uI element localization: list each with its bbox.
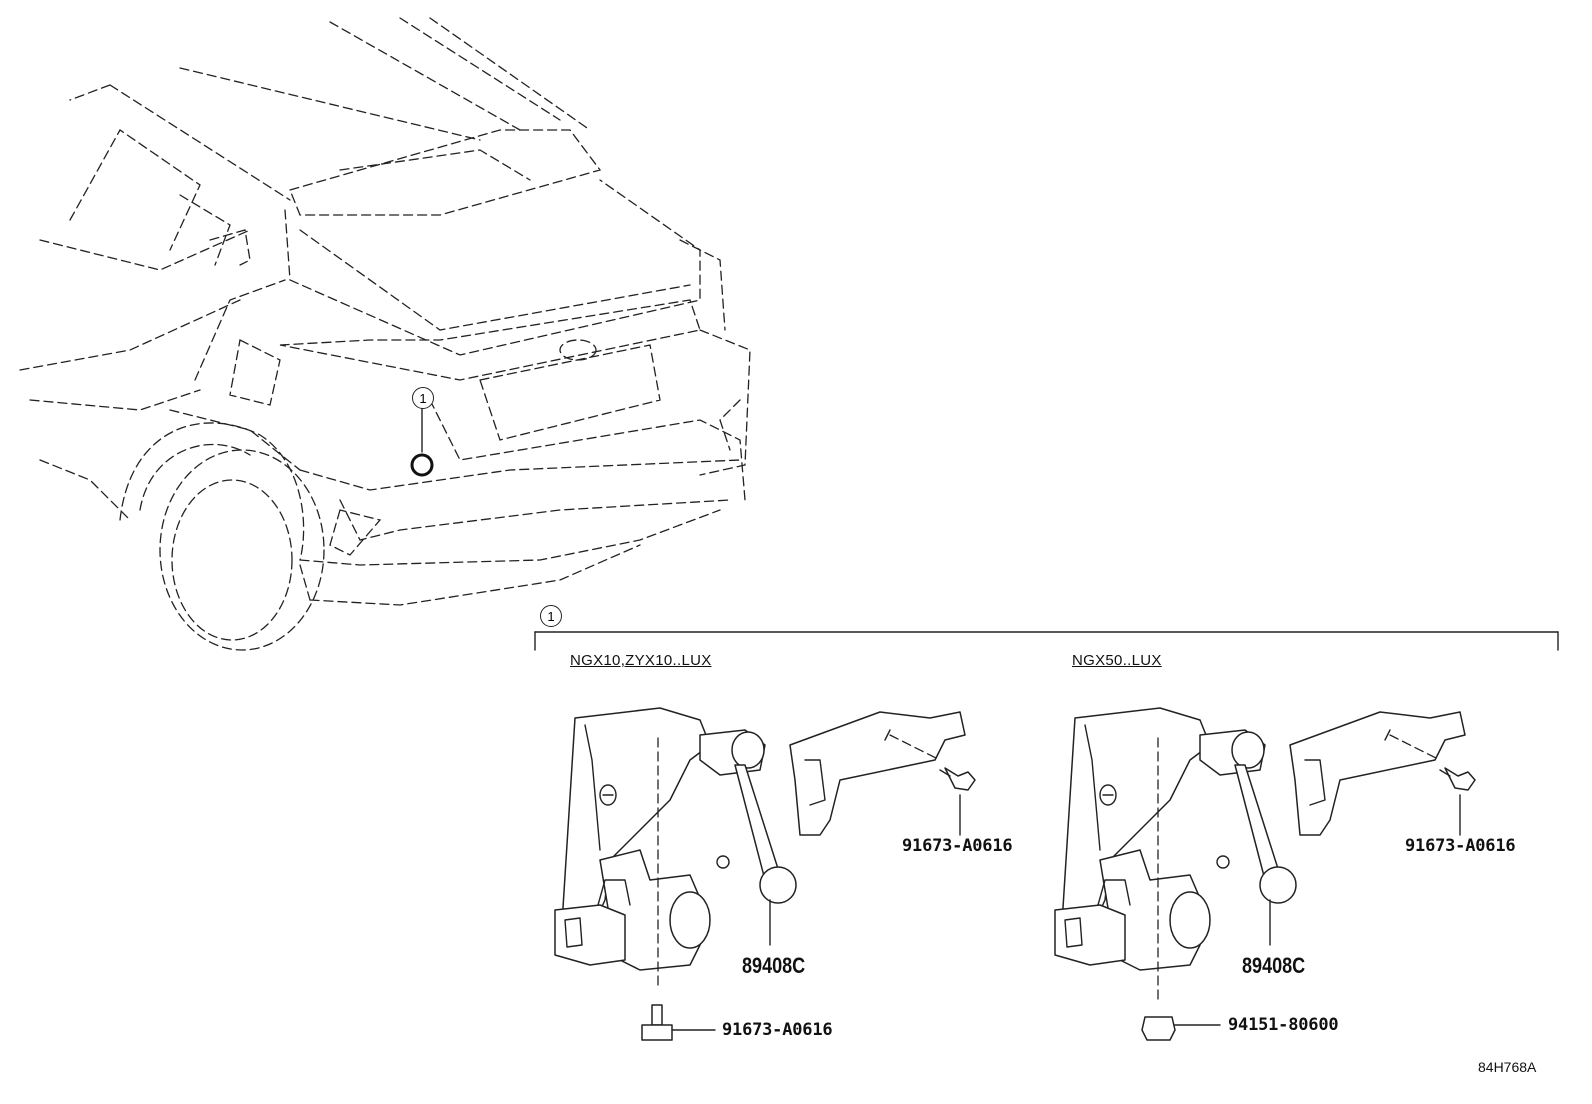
part-number-bolt-right[interactable]: 91673-A0616: [1405, 836, 1516, 856]
group-bracket: [534, 631, 1559, 651]
condition-label-right: NGX50..LUX: [1072, 652, 1162, 669]
part-number-bottom-left[interactable]: 91673-A0616: [722, 1020, 833, 1040]
part-number-sensor-right[interactable]: 89408C: [1242, 953, 1306, 978]
part-number-bolt-left[interactable]: 91673-A0616: [902, 836, 1013, 856]
diagram-code: 84H768A: [1478, 1059, 1537, 1075]
vehicle-rear-illustration: [19, 17, 751, 651]
callout-marker-vehicle: 1: [412, 387, 434, 409]
part-number-sensor-left[interactable]: 89408C: [742, 953, 806, 978]
callout-marker-group: 1: [540, 605, 562, 627]
condition-label-left: NGX10,ZYX10..LUX: [570, 652, 712, 669]
part-number-bottom-right[interactable]: 94151-80600: [1228, 1015, 1339, 1035]
height-sensor-assembly-right: [1054, 707, 1476, 1041]
height-sensor-assembly-left: [554, 707, 976, 1041]
